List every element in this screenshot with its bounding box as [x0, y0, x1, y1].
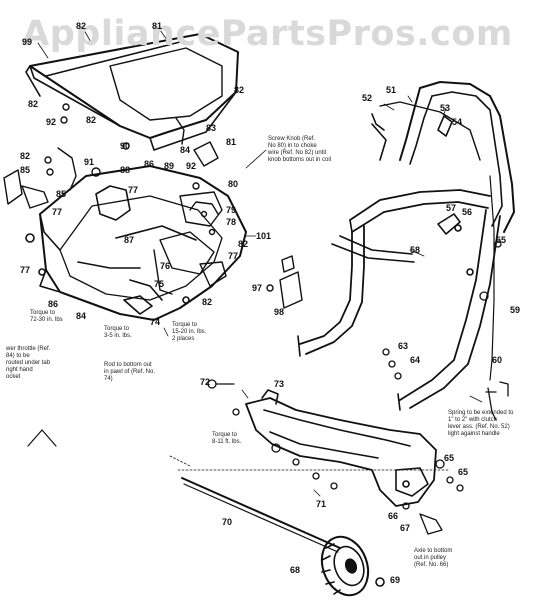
- callout-82: 82: [86, 115, 97, 125]
- bracket-part: [266, 255, 303, 309]
- callout-84: 84: [180, 145, 191, 155]
- callout-90: 90: [120, 141, 131, 151]
- callout-82: 82: [238, 239, 249, 249]
- note-axle-bottom: Axle to bottom out in pulley (Ref. No. 6…: [414, 548, 453, 568]
- note-torque-3-5: Torque to 3-5 in. lbs.: [104, 326, 132, 339]
- callout-89: 89: [164, 161, 175, 171]
- callout-66: 66: [388, 511, 399, 521]
- callout-65: 65: [444, 453, 455, 463]
- callout-60: 60: [492, 355, 503, 365]
- top-cover-part: [25, 33, 239, 151]
- callout-84: 84: [76, 311, 87, 321]
- note-torque-72-30: Torque to 72-30 in. lbs: [30, 310, 63, 323]
- note-torque-15-20: Torque to 15-20 in. lbs. 2 places: [172, 322, 207, 342]
- callout-63: 63: [398, 341, 409, 351]
- leader-lines: [37, 29, 483, 497]
- callout-51: 51: [386, 85, 397, 95]
- control-rod-part: [479, 240, 509, 421]
- callout-82: 82: [76, 21, 87, 31]
- callout-71: 71: [316, 499, 327, 509]
- callout-86: 86: [144, 159, 155, 169]
- callout-82: 82: [202, 297, 213, 307]
- callout-52: 52: [362, 93, 373, 103]
- callout-77: 77: [52, 207, 63, 217]
- callout-58: 58: [410, 245, 421, 255]
- note-screw-knob: Screw Knob (Ref. No 80) in to choke wire…: [268, 136, 332, 163]
- callout-54: 54: [452, 117, 463, 127]
- callout-57: 57: [446, 203, 457, 213]
- note-spring-extended: Spring to be extended to 1" to 2" with c…: [448, 410, 514, 437]
- callout-53: 53: [440, 103, 451, 113]
- callout-86: 86: [48, 299, 59, 309]
- note-wire-throttle: wer throttle (Ref. 84) to be routed unde…: [6, 346, 51, 380]
- housing-part: [25, 165, 247, 321]
- callout-91: 91: [84, 157, 95, 167]
- callout-77: 77: [128, 185, 139, 195]
- callout-81: 81: [152, 21, 163, 31]
- callout-76: 76: [160, 261, 171, 271]
- callout-68: 68: [290, 565, 301, 575]
- axle-frame-part: [245, 389, 437, 507]
- drive-linkage-parts: [153, 141, 227, 295]
- callout-101: 101: [256, 231, 272, 241]
- callout-72: 72: [200, 377, 211, 387]
- callout-97: 97: [252, 283, 263, 293]
- choke-linkage-parts: [3, 103, 185, 209]
- callout-77: 77: [228, 251, 239, 261]
- callout-92: 92: [186, 161, 197, 171]
- callout-87: 87: [124, 235, 135, 245]
- callout-79: 79: [226, 205, 237, 215]
- callout-85: 85: [56, 189, 67, 199]
- callout-59: 59: [510, 305, 521, 315]
- callout-69: 69: [390, 575, 401, 585]
- note-rod-bottom: Rod to bottom out in pawl of (Ref. No. 7…: [104, 362, 156, 382]
- callout-85: 85: [20, 165, 31, 175]
- callout-70: 70: [222, 517, 233, 527]
- handle-assembly-part: [297, 81, 515, 411]
- axle-rod-part: [169, 455, 449, 553]
- callout-82: 82: [28, 99, 39, 109]
- callout-88: 88: [120, 165, 131, 175]
- callout-56: 56: [462, 207, 473, 217]
- callout-92: 92: [46, 117, 57, 127]
- watermark-text: AppliancePartsPros.com: [22, 14, 513, 54]
- callout-67: 67: [400, 523, 411, 533]
- callout-73: 73: [274, 379, 285, 389]
- callout-81: 81: [226, 137, 237, 147]
- callout-78: 78: [226, 217, 237, 227]
- callout-74: 74: [150, 317, 161, 327]
- callout-65: 65: [458, 467, 469, 477]
- note-torque-8-11: Torque to 8-11 ft. lbs.: [212, 432, 242, 445]
- callout-77: 77: [20, 265, 31, 275]
- callout-82: 82: [20, 151, 31, 161]
- callout-75: 75: [154, 279, 165, 289]
- callout-82: 82: [234, 85, 245, 95]
- reference-arrow: [27, 429, 57, 447]
- callout-80: 80: [228, 179, 239, 189]
- callout-64: 64: [410, 355, 421, 365]
- wheel-part: [320, 535, 385, 597]
- callout-98: 98: [274, 307, 285, 317]
- callout-55: 55: [496, 235, 507, 245]
- callout-83: 83: [206, 123, 217, 133]
- callout-99: 99: [22, 37, 33, 47]
